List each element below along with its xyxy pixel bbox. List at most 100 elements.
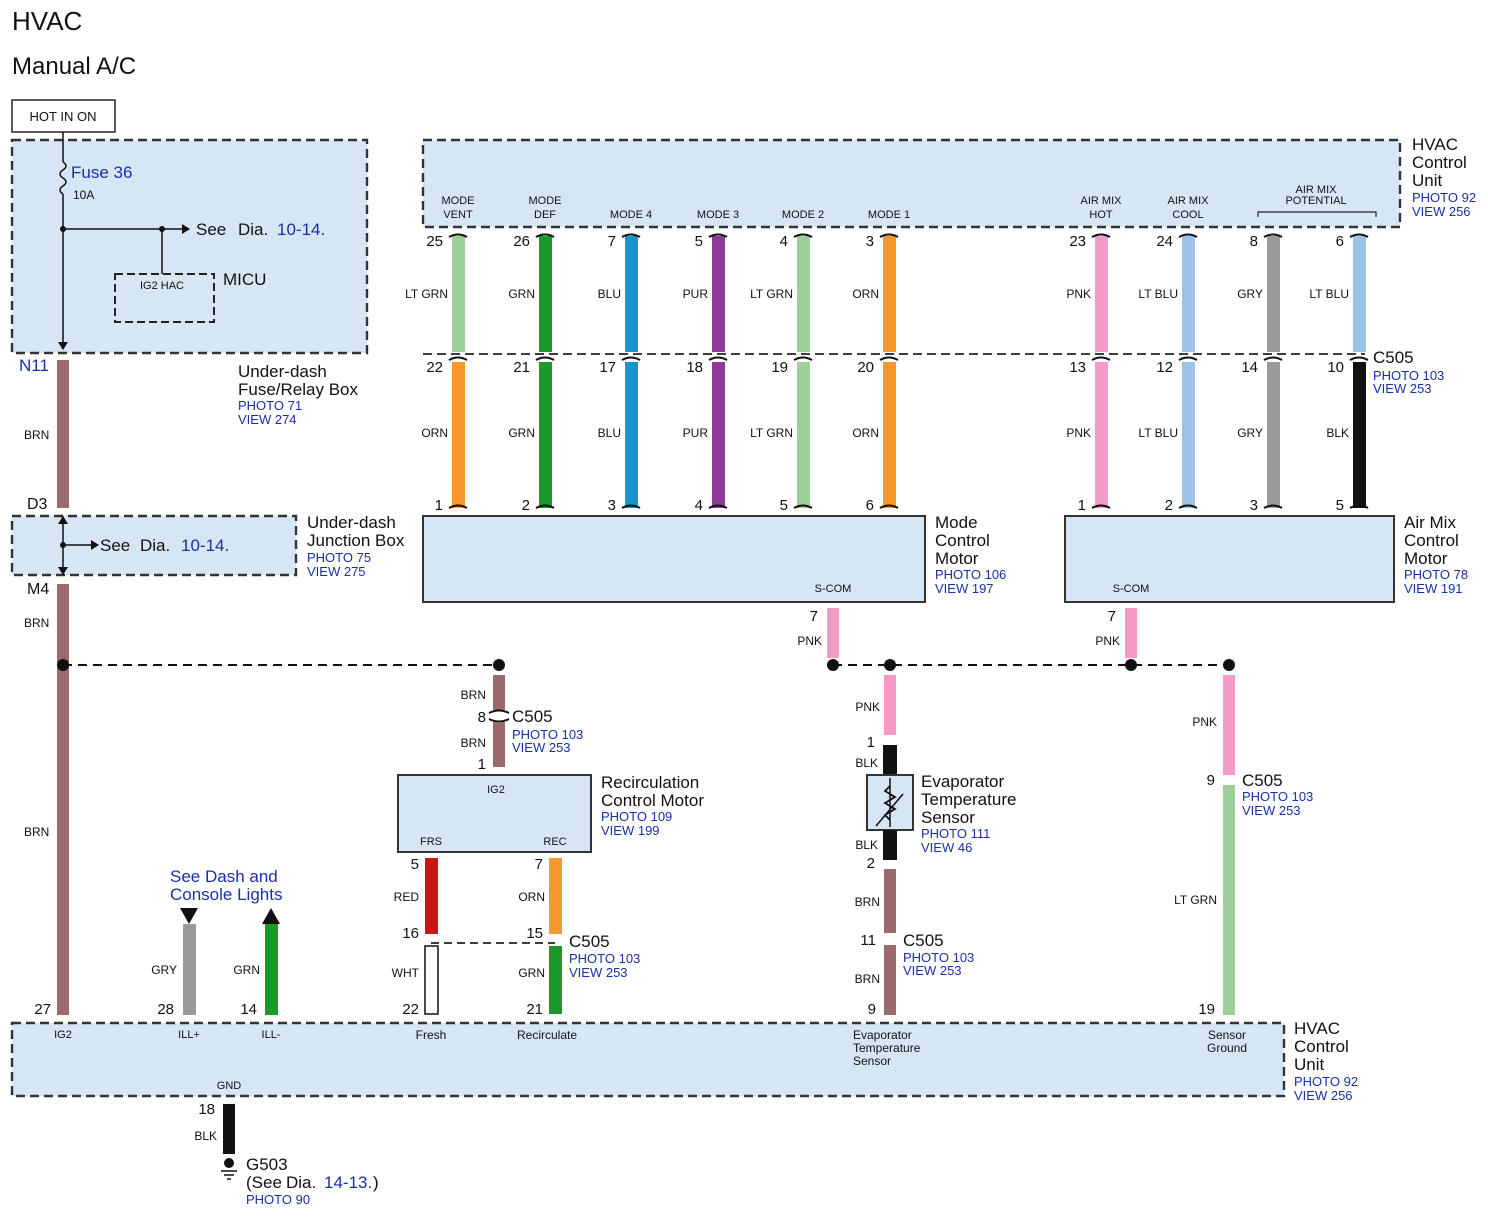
hot-in-on-box (11, 99, 116, 133)
page-title: HVAC (12, 6, 82, 36)
column-header: MODE 1 (868, 209, 910, 221)
hvac-unit-photo-link[interactable]: PHOTO 92 (1294, 1074, 1358, 1089)
mode-motor-name: Control (935, 531, 990, 550)
pin-number: 18 (686, 359, 703, 376)
pin-number: 10 (1327, 359, 1344, 376)
hvac-unit-view-link[interactable]: VIEW 256 (1294, 1088, 1353, 1103)
wire-color-label: BRN (24, 428, 49, 442)
pin-number: 22 (426, 359, 443, 376)
potential-bracket (1257, 211, 1377, 217)
airmix-motor-photo-link[interactable]: PHOTO 78 (1404, 567, 1468, 582)
see-dash-lights-link[interactable]: Console Lights (170, 885, 282, 904)
column-header: DEF (534, 209, 556, 221)
dia-ref-link[interactable]: 14-13. (324, 1173, 372, 1192)
connector-symbol (1178, 233, 1198, 238)
dia-ref-link[interactable]: 10-14. (181, 536, 229, 555)
connector-symbol (488, 709, 510, 723)
mode-control-motor (422, 515, 926, 603)
connector-c505: C505 (569, 932, 610, 951)
wire-color-label: BLK (855, 838, 878, 852)
wire-gry-ill-plus (183, 924, 196, 1015)
wire-ltgrn-sensor-gnd (1223, 785, 1235, 1015)
wire-color-label: ORN (518, 890, 545, 904)
junction-box-view-link[interactable]: VIEW 275 (307, 564, 366, 579)
page-subtitle: Manual A/C (12, 53, 136, 80)
wire-color-label: LT GRN (1174, 893, 1217, 907)
ground-photo-link[interactable]: PHOTO 90 (246, 1192, 310, 1207)
evap-pin-label: Sensor (853, 1054, 891, 1068)
dia-ref-link[interactable]: 10-14. (277, 220, 325, 239)
wire-pnk-airmix-scom (1125, 608, 1137, 658)
c505-view-link[interactable]: VIEW 253 (1373, 381, 1432, 396)
pin-number: 8 (478, 709, 486, 726)
wire-color-label: BRN (461, 688, 486, 702)
wire-color-label: ORN (852, 426, 879, 440)
c505-photo-link[interactable]: PHOTO 103 (1373, 368, 1444, 383)
evap-view-link[interactable]: VIEW 46 (921, 840, 972, 855)
c505-view-link[interactable]: VIEW 253 (512, 740, 571, 755)
pin-number: 5 (695, 233, 703, 250)
c505-photo-link[interactable]: PHOTO 103 (1242, 789, 1313, 804)
evap-pin-label: Evaporator (853, 1028, 912, 1042)
fuse-box-view-link[interactable]: VIEW 274 (238, 412, 297, 427)
connector-c505: C505 (903, 931, 944, 950)
wire-color-label: BLK (855, 756, 878, 770)
wire-brn-recirc-top (493, 675, 505, 710)
connector-symbol (535, 356, 555, 361)
c505-photo-link[interactable]: PHOTO 103 (512, 727, 583, 742)
pin-number: 16 (402, 925, 419, 942)
wire-color-label: ORN (421, 426, 448, 440)
wire-color-label: BLK (1326, 426, 1349, 440)
fuse-box-photo-link[interactable]: PHOTO 71 (238, 398, 302, 413)
recirculation-control-motor (397, 774, 592, 853)
ground-icon (224, 1158, 234, 1168)
see-dash-lights-link[interactable]: See Dash and (170, 867, 278, 886)
pin-number: 3 (608, 497, 616, 514)
hvac-unit-photo-link[interactable]: PHOTO 92 (1412, 190, 1476, 205)
wire-brn-evap (884, 869, 896, 933)
junction-box-photo-link[interactable]: PHOTO 75 (307, 550, 371, 565)
arrow-down-icon (180, 908, 198, 924)
junction-box (10, 514, 298, 577)
connector-symbol (535, 504, 555, 509)
column-header: MODE (529, 195, 562, 207)
pin-number: 5 (411, 856, 419, 873)
pin-number: 14 (240, 1001, 257, 1018)
connector-n11: N11 (19, 356, 49, 375)
connector-symbol (1263, 356, 1283, 361)
wire-brn-m4-hvac (57, 584, 69, 1015)
c505-view-link[interactable]: VIEW 253 (569, 965, 628, 980)
pin-number: 18 (198, 1101, 215, 1118)
recirc-motor-name: Recirculation (601, 773, 699, 792)
wire-grn-ill-minus (265, 924, 278, 1015)
c505-view-link[interactable]: VIEW 253 (1242, 803, 1301, 818)
airmix-motor-name: Air Mix (1404, 513, 1456, 532)
evap-pin-label: Temperature (853, 1041, 921, 1055)
connector-symbol (1091, 504, 1111, 509)
recirc-view-link[interactable]: VIEW 199 (601, 823, 660, 838)
wire-color-label: GRN (508, 287, 535, 301)
pin-number: 1 (435, 497, 443, 514)
mode-motor-photo-link[interactable]: PHOTO 106 (935, 567, 1006, 582)
hvac-unit-view-link[interactable]: VIEW 256 (1412, 204, 1471, 219)
rec-label: REC (543, 836, 566, 848)
pin-number: 24 (1156, 233, 1173, 250)
pin-number: 12 (1156, 359, 1173, 376)
c505-photo-link[interactable]: PHOTO 103 (903, 950, 974, 965)
pin-number: 1 (867, 734, 875, 751)
wire-top (539, 236, 552, 352)
mode-motor-view-link[interactable]: VIEW 197 (935, 581, 994, 596)
c505-view-link[interactable]: VIEW 253 (903, 963, 962, 978)
connector-symbol (1349, 504, 1369, 509)
column-header: MODE 3 (697, 209, 739, 221)
column-header: AIR MIX (1081, 195, 1123, 207)
wire-brn-n11-d3 (57, 360, 69, 508)
sensor-ground-pin-label: Sensor (1208, 1028, 1246, 1042)
connector-symbol (879, 233, 899, 238)
c505-photo-link[interactable]: PHOTO 103 (569, 951, 640, 966)
evap-photo-link[interactable]: PHOTO 111 (921, 826, 990, 841)
pin-number: 9 (868, 1001, 876, 1018)
airmix-motor-view-link[interactable]: VIEW 191 (1404, 581, 1463, 596)
recirc-photo-link[interactable]: PHOTO 109 (601, 809, 672, 824)
see-label: See (196, 220, 226, 239)
